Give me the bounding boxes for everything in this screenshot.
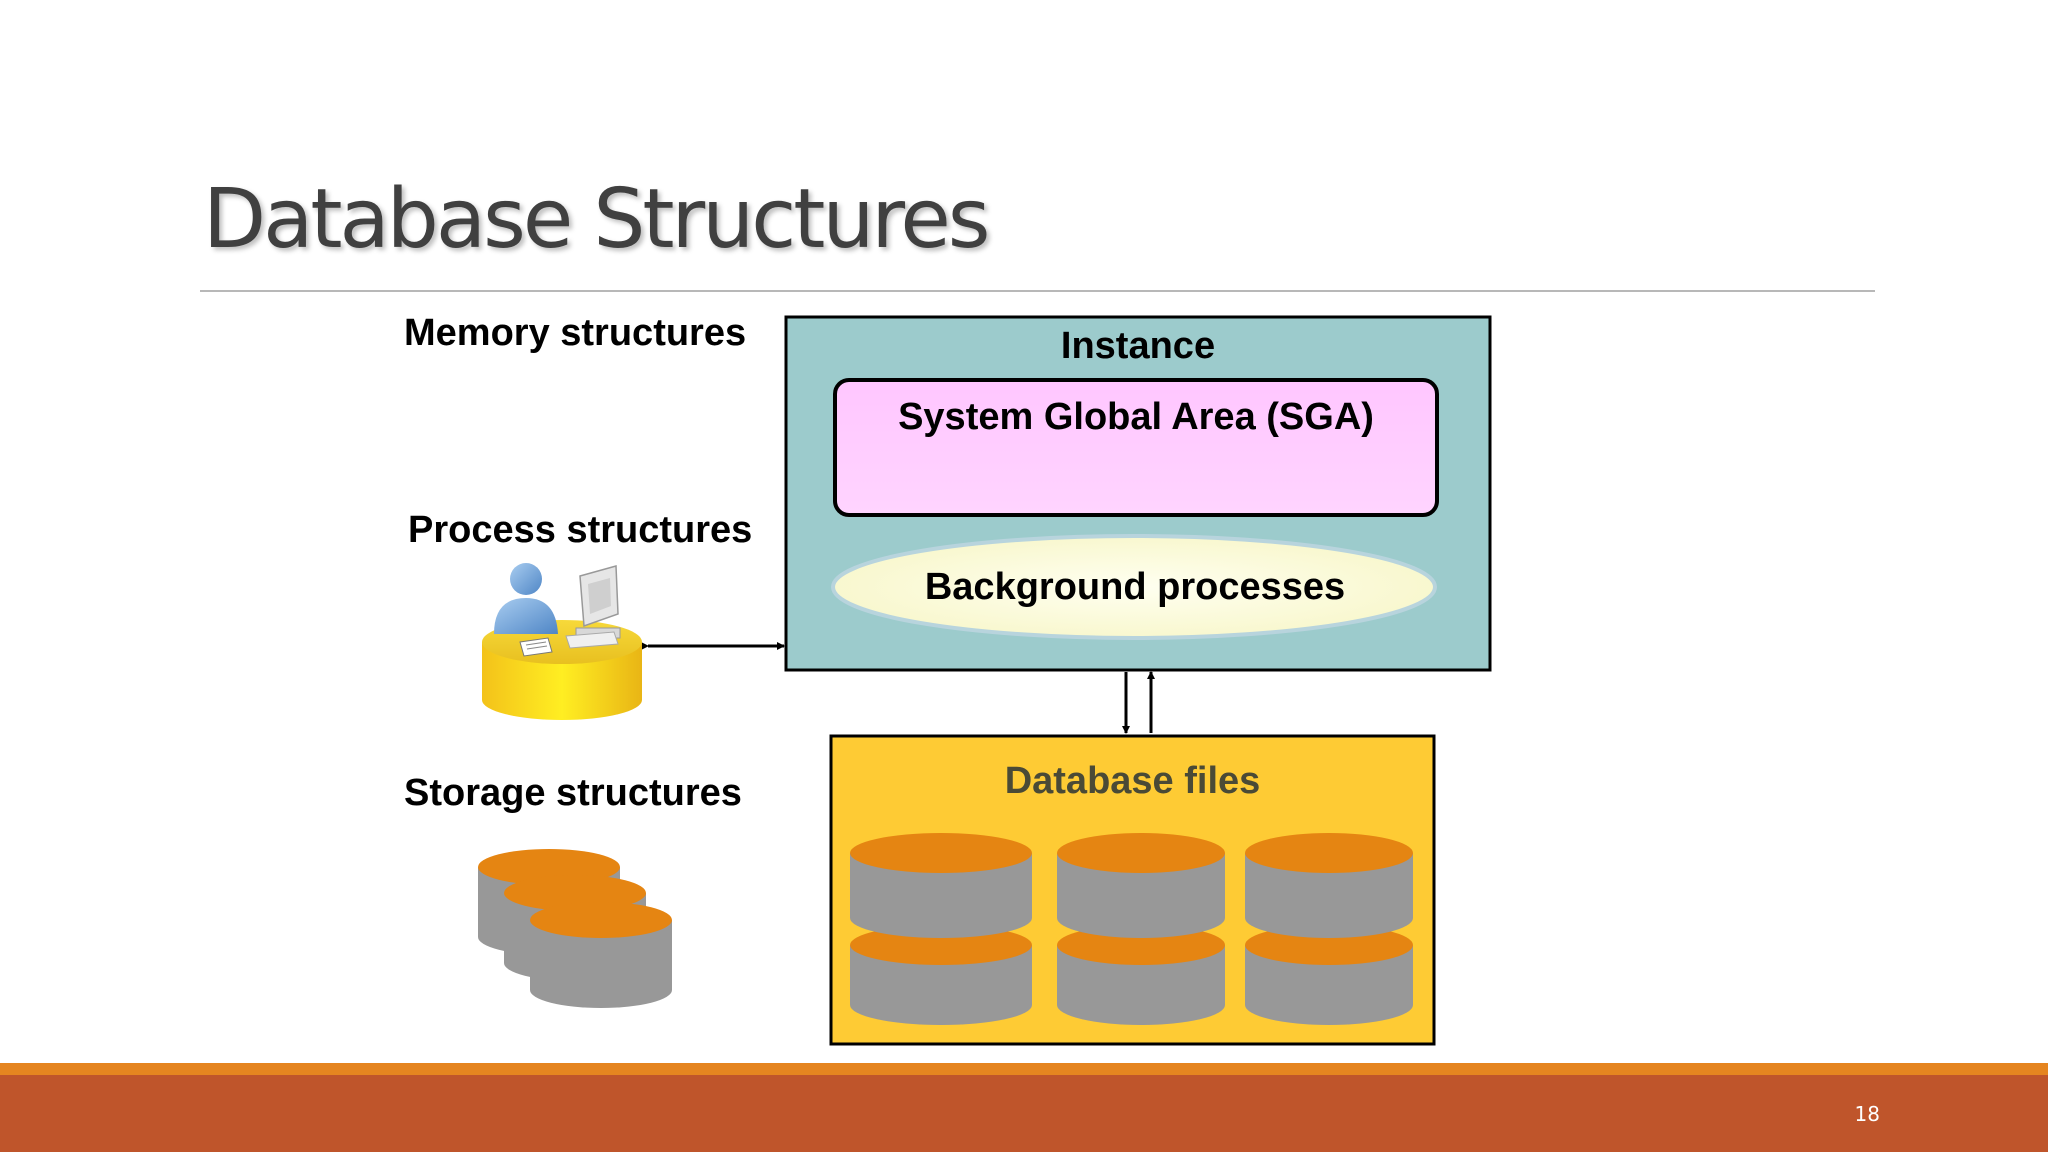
storage-structures-label: Storage structures [404,772,742,814]
database-file-disks [850,833,1413,1025]
process-structures-label: Process structures [408,509,753,551]
footer-accent-band [0,1063,2048,1075]
database-file-disk-1-upper [850,833,1032,938]
footer-band [0,1075,2048,1152]
sga-box [833,378,1439,517]
user-process-icon [482,563,642,720]
memory-structures-label: Memory structures [404,312,747,354]
instance-title: Instance [1060,325,1216,367]
title-divider [200,290,1875,292]
page-number: 18 [1854,1102,1880,1126]
sga-label: System Global Area (SGA) [898,396,1374,438]
database-file-disk-3-upper [1245,833,1413,938]
storage-disks-icon [478,849,672,1008]
database-files-title: Database files [1004,760,1261,802]
database-file-disk-2-lower [1057,925,1225,1025]
database-file-disk-2-upper [1057,833,1225,938]
database-file-disk-3-lower [1245,925,1413,1025]
slide-title: Database Structures [203,172,991,267]
background-processes-ellipse [831,534,1437,640]
database-file-disk-1-lower [850,925,1032,1025]
storage-disk-3 [530,902,672,1008]
background-processes-label: Background processes [924,566,1346,608]
